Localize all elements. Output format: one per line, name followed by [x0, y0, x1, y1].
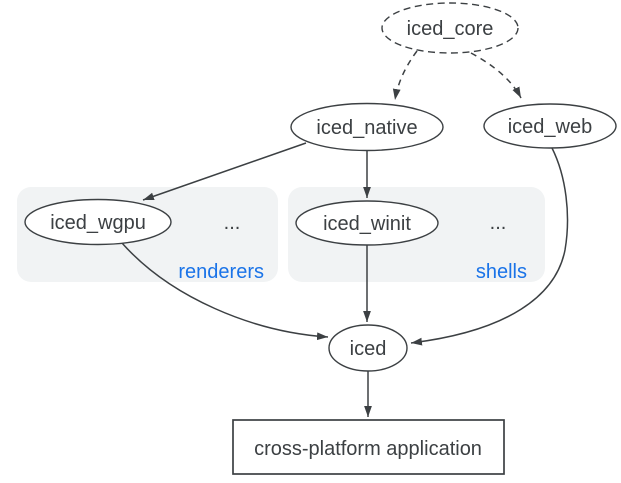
- node-iced_core: [381, 2, 519, 54]
- node-iced_winit-label: iced_winit: [323, 213, 411, 235]
- group-shells-ellipsis: ...: [490, 212, 507, 234]
- edge-iced_web-iced: [410, 147, 569, 346]
- node-iced_native: [290, 102, 444, 152]
- node-iced_wgpu-label: iced_wgpu: [50, 212, 146, 234]
- node-iced_web: [483, 103, 617, 149]
- group-renderers-ellipsis: ...: [224, 212, 241, 234]
- node-iced-label: iced: [350, 338, 387, 360]
- node-iced: [328, 324, 408, 372]
- edge-iced_core-iced_web: [470, 52, 522, 99]
- edge-iced_native-iced_wgpu: [142, 142, 307, 201]
- group-shells-label: shells: [476, 261, 527, 283]
- edge-iced_core-iced_native: [392, 50, 418, 101]
- group-renderers-label: renderers: [178, 261, 264, 283]
- node-iced_winit: [295, 200, 439, 246]
- node-app-label: cross-platform application: [254, 438, 482, 460]
- node-iced_wgpu: [24, 198, 172, 246]
- node-iced_web-label: iced_web: [508, 116, 593, 138]
- edge-iced_wgpu-iced: [121, 242, 329, 341]
- node-app-box: [232, 419, 505, 475]
- node-iced_core-label: iced_core: [407, 18, 494, 40]
- node-iced_native-label: iced_native: [316, 117, 417, 139]
